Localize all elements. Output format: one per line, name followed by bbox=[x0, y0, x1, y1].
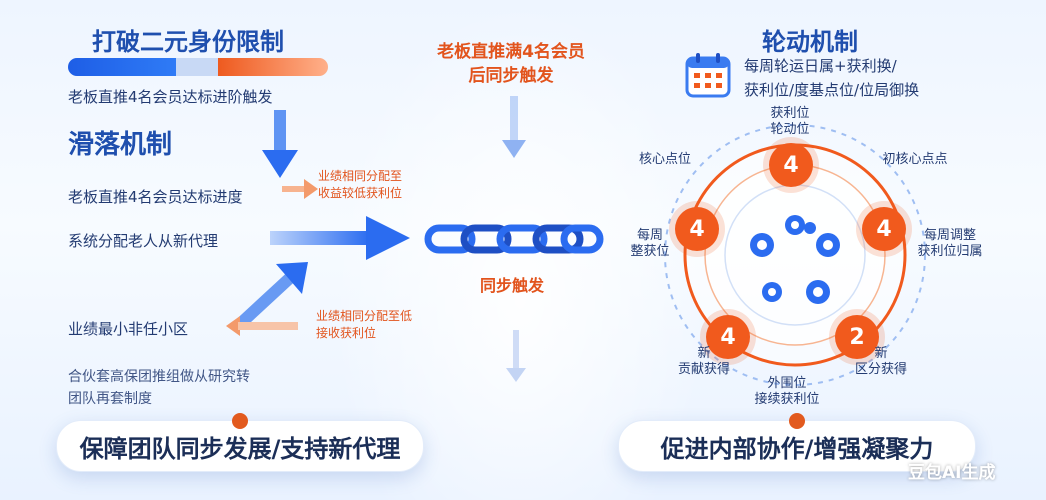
right-bottom-pill: 促进内部协作/增强凝聚力 bbox=[618, 413, 976, 472]
node-left: 4 bbox=[675, 207, 719, 251]
note-arrow-top bbox=[282, 179, 318, 199]
identity-progress-bar bbox=[68, 58, 328, 76]
center-down-arrow bbox=[502, 96, 526, 158]
center-top-text: 老板直推满4名会员 后同步触发 bbox=[437, 42, 585, 86]
slide-mechanism-title: 滑落机制 bbox=[68, 130, 173, 160]
rotation-title: 轮动机制 bbox=[762, 28, 858, 56]
left-arrow-small bbox=[226, 316, 298, 336]
label-left-upper: 核心点位 bbox=[638, 152, 691, 167]
node-bottom-left: 4 bbox=[706, 315, 750, 359]
title-line: 老板直推4名会员达标进阶触发 bbox=[68, 88, 273, 106]
diagonal-arrow bbox=[235, 262, 308, 329]
label-bottom: 外围位 接续获利位 bbox=[754, 376, 820, 407]
rotation-rule: 每周轮运日属+获利换/ 获利位/度基点位/位局御换 bbox=[744, 57, 920, 99]
left-bottom-pill: 保障团队同步发展/支持新代理 bbox=[56, 413, 424, 472]
chain-label: 同步触发 bbox=[480, 276, 545, 295]
center-down-arrow-faint bbox=[506, 330, 526, 382]
row-assign: 系统分配老人从新代理 bbox=[68, 232, 219, 250]
progress-blue-segment bbox=[68, 58, 176, 76]
note-bottom: 业绩相同分配至低 接收获利位 bbox=[316, 309, 413, 340]
progress-orange-segment bbox=[218, 58, 328, 76]
node-bottom-right: 2 bbox=[835, 315, 879, 359]
label-left-low: 新 贡献获得 bbox=[677, 346, 730, 377]
chain-icon bbox=[424, 224, 604, 254]
row-partner: 合伙套高保团推组做从研究转 bbox=[68, 369, 250, 385]
note-top: 业绩相同分配至 收益较低获利位 bbox=[318, 169, 403, 200]
label-right-upper: 初核心点点 bbox=[882, 152, 948, 167]
pill-dot bbox=[232, 413, 248, 429]
progress-light-segment bbox=[176, 58, 218, 76]
row-team: 团队再套制度 bbox=[68, 391, 152, 407]
label-left-mid: 每周 整获位 bbox=[630, 228, 670, 259]
row-min-area: 业绩最小非任小区 bbox=[68, 320, 189, 338]
rotation-ring bbox=[664, 124, 926, 386]
label-right-low: 新 区分获得 bbox=[854, 346, 907, 377]
node-right: 4 bbox=[862, 207, 906, 251]
left-title: 打破二元身份限制 bbox=[92, 28, 284, 56]
pill-dot bbox=[789, 413, 805, 429]
label-right-mid: 每周调整 获利位归属 bbox=[917, 228, 983, 259]
node-top: 4 bbox=[769, 143, 813, 187]
row-progress: 老板直推4名会员达标进度 bbox=[68, 188, 243, 206]
label-top: 获利位 轮动位 bbox=[770, 106, 810, 137]
main-right-arrow bbox=[270, 216, 410, 260]
watermark: 豆包AI生成 bbox=[908, 463, 996, 483]
calendar-icon bbox=[685, 53, 731, 98]
down-arrow bbox=[262, 110, 298, 178]
